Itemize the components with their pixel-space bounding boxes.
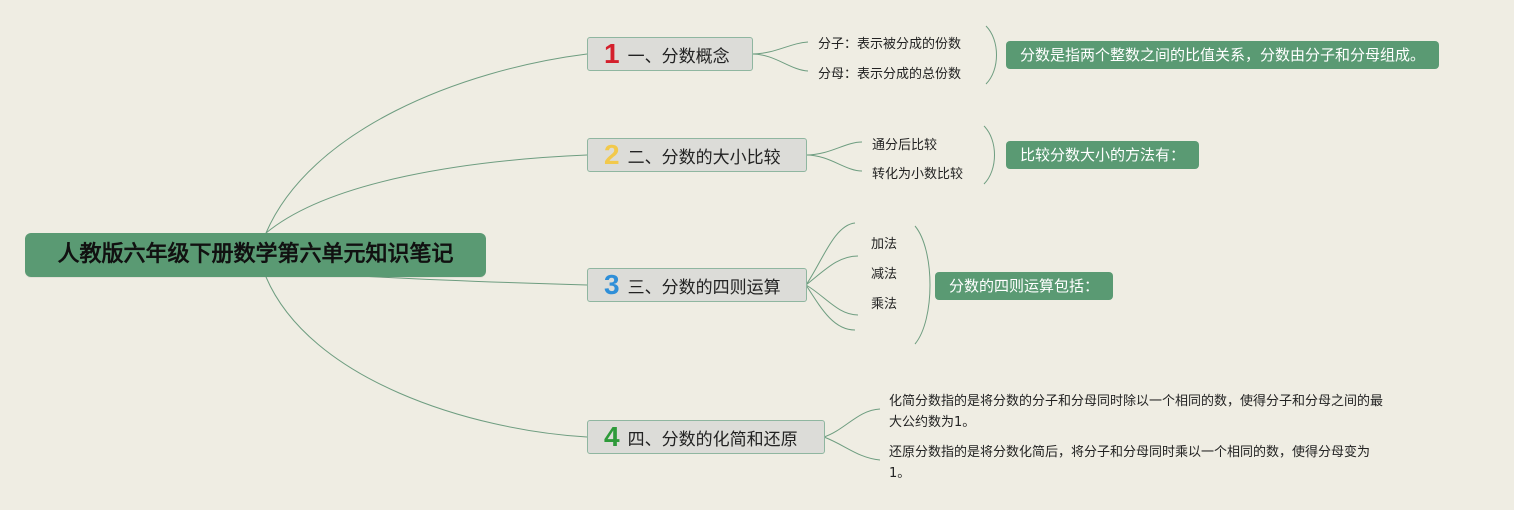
- connector-b4-leaf-2: [823, 436, 881, 461]
- summary-2[interactable]: 比较分数大小的方法有：: [1006, 141, 1200, 169]
- leaf-2-1[interactable]: 通分后比较: [872, 138, 938, 153]
- root-topic[interactable]: 人教版六年级下册数学第六单元知识笔记: [25, 233, 486, 277]
- branch-number-1: 1: [604, 38, 620, 69]
- brace-2: [983, 125, 995, 185]
- brace-3: [914, 225, 931, 345]
- connector-b3-leaf-2: [805, 255, 859, 286]
- connector-root-branch-4: [265, 276, 588, 438]
- connector-b2-leaf-2: [805, 154, 863, 172]
- brace-1: [985, 25, 997, 85]
- branch-label-1: 一、分数概念: [627, 46, 730, 67]
- leaf-1-1[interactable]: 分子：表示被分成的份数: [818, 37, 962, 52]
- connector-root-branch-1: [265, 53, 588, 234]
- leaf-3-3[interactable]: 乘法: [871, 297, 898, 312]
- branch-label-3: 三、分数的四则运算: [627, 277, 781, 298]
- summary-3[interactable]: 分数的四则运算包括：: [935, 272, 1114, 300]
- branch-label-2: 二、分数的大小比较: [627, 147, 781, 168]
- branch-3[interactable]: 3 三、分数的四则运算: [587, 268, 807, 302]
- leaf-2-2[interactable]: 转化为小数比较: [872, 167, 964, 182]
- connector-b3-leaf-4: [805, 284, 856, 331]
- leaf-4-1[interactable]: 化简分数指的是将分数的分子和分母同时除以一个相同的数，使得分子和分母之间的最大公…: [889, 394, 1384, 430]
- connector-root-branch-2: [265, 154, 588, 234]
- leaf-4-2[interactable]: 还原分数指的是将分数化简后，将分子和分母同时乘以一个相同的数，使得分母变为1。: [889, 445, 1371, 481]
- branch-number-3: 3: [604, 269, 620, 300]
- leaf-3-2[interactable]: 减法: [871, 267, 898, 282]
- summary-1[interactable]: 分数是指两个整数之间的比值关系，分数由分子和分母组成。: [1006, 41, 1440, 69]
- branch-1[interactable]: 1 一、分数概念: [587, 37, 753, 71]
- connector-b3-leaf-3: [805, 284, 859, 316]
- leaf-3-1[interactable]: 加法: [871, 237, 898, 252]
- branch-2[interactable]: 2 二、分数的大小比较: [587, 138, 807, 172]
- connector-b2-leaf-1: [805, 141, 863, 156]
- leaf-1-2[interactable]: 分母：表示分成的总份数: [818, 67, 962, 82]
- connector-b1-leaf-2: [751, 53, 809, 72]
- branch-number-2: 2: [604, 139, 620, 170]
- branch-label-4: 四、分数的化简和还原: [627, 429, 798, 450]
- connector-b4-leaf-1: [823, 408, 881, 438]
- branch-4[interactable]: 4 四、分数的化简和还原: [587, 420, 825, 454]
- connector-b3-leaf-1: [805, 222, 856, 286]
- branch-number-4: 4: [604, 421, 620, 452]
- connector-b1-leaf-1: [751, 41, 809, 55]
